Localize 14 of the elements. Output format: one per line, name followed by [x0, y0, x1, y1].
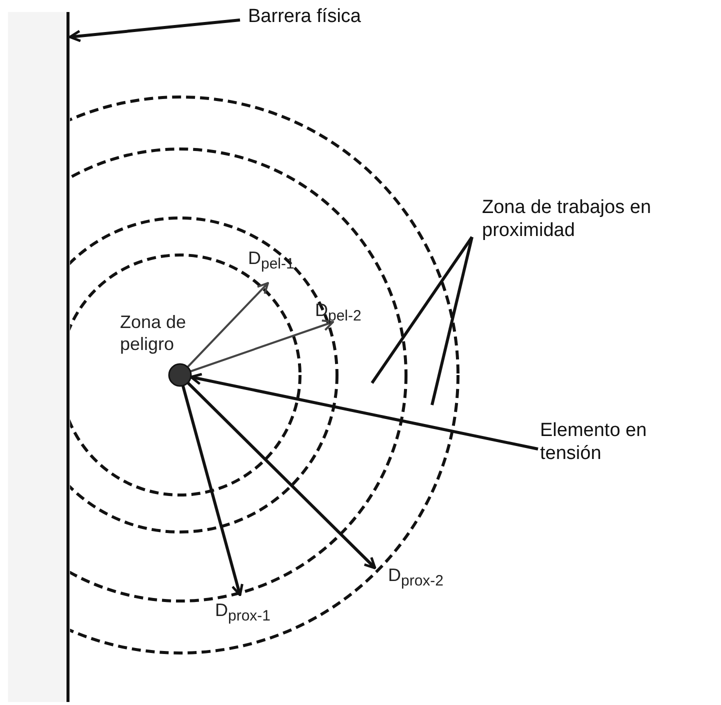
conductor-dot	[168, 363, 192, 387]
dimension-label: D$_{pel-1}$	[248, 248, 294, 274]
dimension-label: D$_{pel-2}$	[315, 300, 362, 326]
callout-text: Barrera física	[248, 6, 361, 29]
leader-line	[430, 236, 474, 406]
barrier-wall	[8, 12, 70, 702]
dimension-label: D$_{prox-2}$	[388, 565, 444, 591]
leader-line	[370, 236, 474, 384]
callout-text: Zona de trabajos en proximidad	[482, 197, 712, 243]
arrow	[190, 372, 538, 450]
callout-text: Elemento en tensión	[540, 420, 690, 466]
zone-label: Zona de peligro	[120, 312, 188, 356]
dimension-label: D$_{prox-1}$	[215, 600, 271, 626]
arrow	[68, 18, 240, 42]
